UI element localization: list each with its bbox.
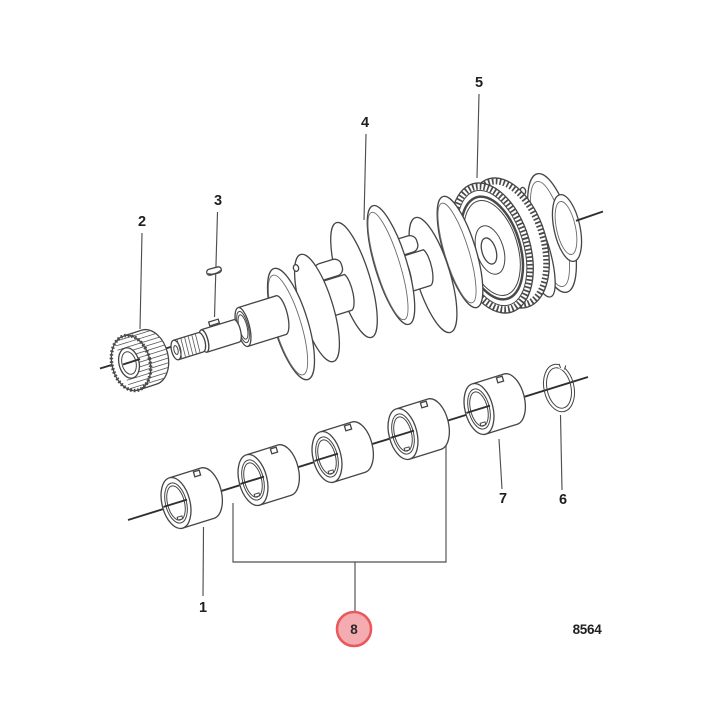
leader-line-1: [202, 526, 205, 597]
callout-6: 6: [559, 492, 567, 508]
callout-1: 1: [199, 600, 207, 616]
thread-lines: [176, 333, 201, 359]
leader-line-5: [476, 93, 480, 179]
callout-8-bracket: [232, 438, 447, 612]
bearing-shell-1: [155, 467, 224, 533]
drawing-number: 8564: [573, 622, 603, 637]
leader-line-6: [559, 414, 563, 491]
leader-line-4: [363, 133, 367, 221]
highlight-circle: [335, 610, 373, 648]
timing-gear: [109, 328, 170, 393]
crank-gear: [450, 177, 550, 314]
bearing-shell-5: [458, 373, 527, 439]
snap-ring: [543, 360, 575, 413]
callout-8-badge: 8: [335, 610, 373, 648]
keyway-slot: [207, 318, 221, 327]
callout-8: 8: [350, 622, 358, 637]
bearing-shell-3: [306, 421, 375, 487]
crank-webs: [266, 195, 484, 381]
callout-7: 7: [499, 491, 507, 507]
bearing-shell-4: [382, 398, 451, 464]
crankshaft-drawing: [109, 172, 604, 393]
rear-centerline-axis: [575, 210, 604, 222]
leader-line-2: [139, 232, 143, 330]
leader-line-7: [498, 438, 503, 490]
callout-2: 2: [138, 214, 146, 230]
threaded-nose: [170, 331, 207, 361]
rear-boss: [551, 193, 583, 263]
bearing-shell-2: [232, 444, 301, 510]
bearing-shells: [155, 373, 527, 533]
leader-line-3: [213, 211, 219, 318]
axis-through-bearings: [163, 404, 491, 508]
callout-labels: 1 2 3 4 5 6 7: [138, 75, 567, 616]
woodruff-key: [206, 266, 222, 276]
leader-lines: [139, 93, 563, 597]
callout-5: 5: [475, 75, 483, 91]
callout-4: 4: [361, 115, 369, 131]
callout-3: 3: [214, 193, 222, 209]
web-hole: [292, 263, 300, 273]
